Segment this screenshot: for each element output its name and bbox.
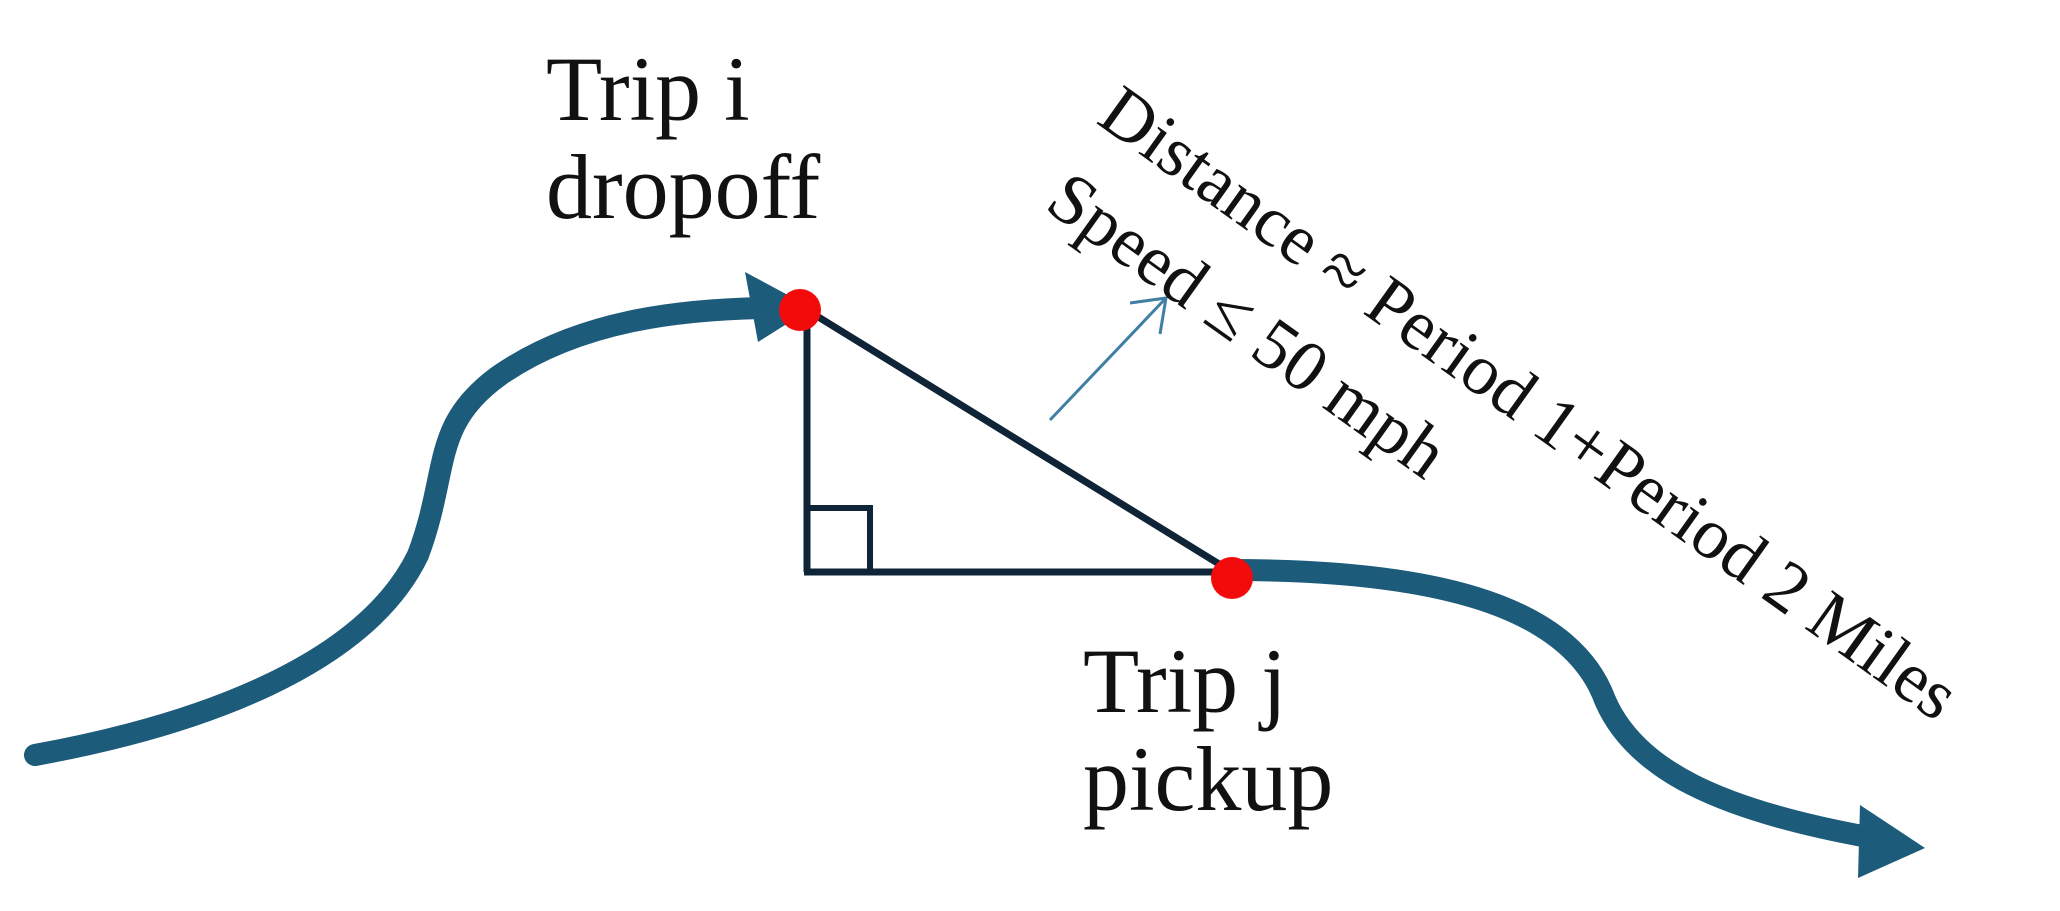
trip-j-route-curve [1221, 559, 1879, 848]
pickup-label-line-2: pickup [1083, 728, 1334, 830]
dropoff-label-line-1: Trip i [546, 38, 750, 140]
dropoff-label-line-2: dropoff [546, 136, 821, 238]
pickup-label-line-1: Trip j [1083, 630, 1287, 732]
right-angle-marker [810, 505, 873, 569]
trip-j-route-arrowhead [1858, 805, 1925, 878]
pickup-point [1211, 557, 1253, 599]
pointer-arrow-head [1129, 296, 1168, 335]
pointer-arrow-shaft [1048, 296, 1168, 422]
trip-i-dropoff-label: Trip i dropoff [546, 40, 820, 236]
trip-i-route-arrowhead [745, 272, 812, 342]
triangle-hypotenuse [805, 307, 1234, 575]
trip-i-route-curve [24, 297, 771, 766]
dropoff-point [779, 289, 821, 331]
trip-j-pickup-label: Trip j pickup [1083, 632, 1333, 828]
